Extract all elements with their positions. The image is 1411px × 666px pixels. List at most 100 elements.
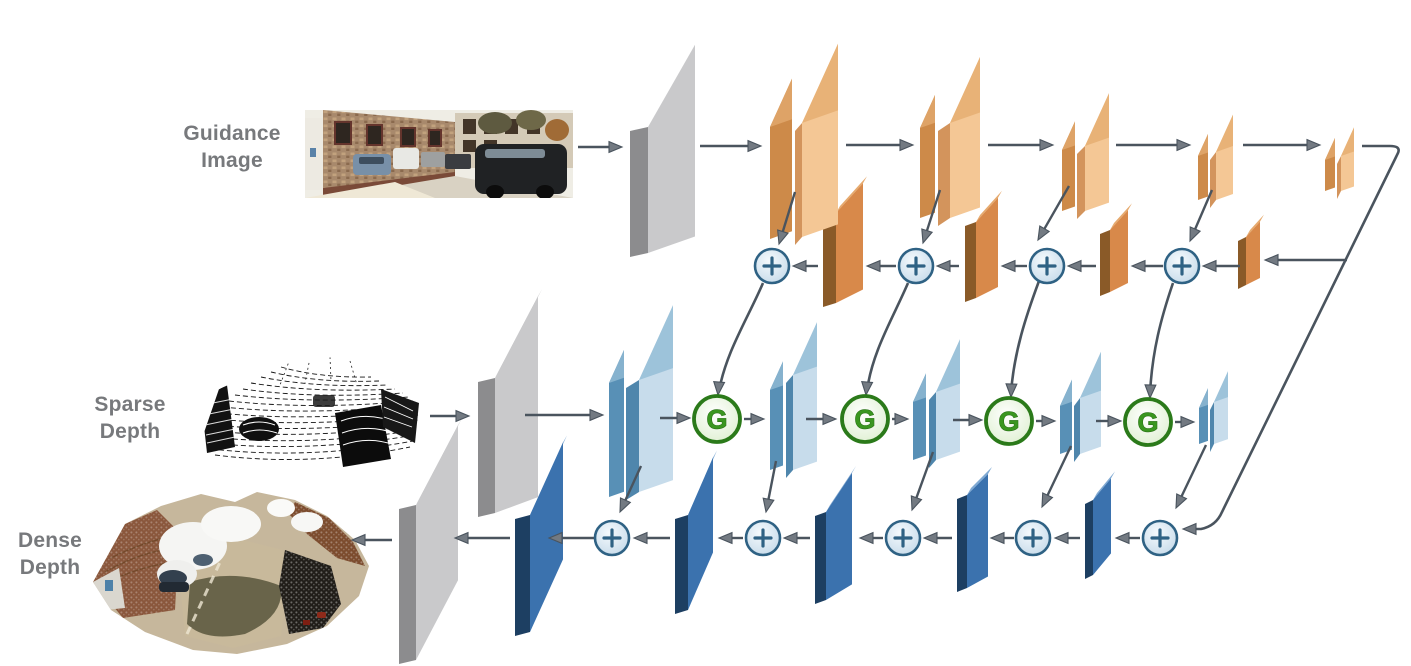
plus-icon xyxy=(1023,528,1043,548)
plate-side-face xyxy=(1074,398,1080,462)
flow-arrow xyxy=(846,138,915,152)
arrow-line xyxy=(780,191,797,236)
arrowhead-icon xyxy=(453,531,469,545)
plate-side-face xyxy=(675,515,688,614)
guidance-feed-curve-1 xyxy=(712,282,765,397)
guidance-decoder-plate-2 xyxy=(965,190,1002,302)
dense-depth-label: Dense Depth xyxy=(0,527,100,581)
flow-arrow xyxy=(619,465,643,514)
arrow-line xyxy=(622,465,643,505)
depth-skip-adder-2 xyxy=(744,519,782,557)
arrowhead-icon xyxy=(1053,531,1069,545)
guidance-module-2: G xyxy=(840,394,890,444)
guidance-encoder-block-5 xyxy=(1325,127,1354,199)
plate-front-face xyxy=(609,350,624,497)
photo-windows xyxy=(334,121,442,147)
flow-arrow xyxy=(1201,259,1240,273)
plate-top-bevel xyxy=(1060,379,1072,406)
guidance-skip-adder-4 xyxy=(1163,247,1201,285)
guidance-encoder-block-3 xyxy=(1062,93,1109,219)
plate-front-face xyxy=(1110,210,1128,292)
plus-icon xyxy=(602,528,622,548)
plate-top-bevel xyxy=(936,339,960,392)
tail-light xyxy=(317,612,326,618)
plate-side-face xyxy=(929,392,936,468)
plate-top-bevel xyxy=(1093,471,1115,500)
skip-connection-branch xyxy=(1263,253,1347,267)
flow-arrow xyxy=(935,259,959,273)
arrowhead-icon xyxy=(619,497,632,514)
flow-arrow xyxy=(777,191,797,246)
depth-decoder-plate-2 xyxy=(675,450,717,614)
photo-cars xyxy=(353,144,567,198)
guidance-decoder-plate-1 xyxy=(823,176,867,307)
flow-arrow xyxy=(1114,531,1140,545)
g-module-letter: G xyxy=(998,407,1019,437)
arrowhead-icon xyxy=(1176,138,1192,152)
arrow-line xyxy=(1178,444,1208,501)
flow-arrow xyxy=(791,259,818,273)
plate-side-face xyxy=(478,378,495,517)
arrow-line xyxy=(1044,445,1073,500)
arrowhead-icon xyxy=(1130,259,1146,273)
pointcloud-right-wall xyxy=(381,389,419,443)
plate-top-bevel xyxy=(1085,93,1109,146)
plus-icon xyxy=(906,256,926,276)
flow-arrow xyxy=(700,139,763,153)
flow-arrow xyxy=(350,533,392,547)
pointcloud-car-2 xyxy=(313,395,335,407)
g-module-circle xyxy=(840,394,890,444)
flow-arrow xyxy=(1036,414,1057,428)
arrowhead-icon xyxy=(717,531,733,545)
guidance-decoder-plate-3 xyxy=(1100,203,1132,296)
arrowhead-icon xyxy=(1175,493,1188,510)
pointcloud-car-3 xyxy=(335,405,391,467)
flow-arrow xyxy=(922,531,952,545)
arrow-line xyxy=(1192,189,1214,234)
plate-front-face xyxy=(826,473,852,600)
arrowhead-icon xyxy=(782,531,798,545)
guidance-feed-curve-3 xyxy=(1005,280,1041,399)
label-line: Guidance xyxy=(183,122,281,145)
guidance-encoder-block-1 xyxy=(770,43,838,245)
plus-icon xyxy=(1150,528,1170,548)
guidance-encoder-block-2 xyxy=(920,57,980,226)
flow-arrow xyxy=(744,412,766,426)
depth-decoder-plate-3 xyxy=(815,466,856,604)
plate-side-face xyxy=(938,123,950,226)
plate-top-bevel xyxy=(1246,214,1264,237)
dense-car-body xyxy=(159,582,189,592)
flow-arrow xyxy=(806,412,838,426)
depth-encoder-block-4 xyxy=(1060,351,1101,462)
arrowhead-icon xyxy=(1263,253,1279,267)
plate-top-bevel xyxy=(1110,203,1132,230)
arrowhead-icon xyxy=(1189,226,1202,243)
arrowhead-icon xyxy=(777,229,789,246)
flow-arrow xyxy=(430,409,471,423)
arrowhead-icon xyxy=(922,531,938,545)
dense-car-body xyxy=(193,554,213,566)
plate-top-bevel xyxy=(1198,134,1208,156)
guidance-decoder-plate-4 xyxy=(1238,214,1264,289)
plate-top-bevel xyxy=(826,466,856,512)
arrowhead-icon xyxy=(750,412,766,426)
arrowhead-icon xyxy=(1114,531,1130,545)
flow-arrow xyxy=(910,451,935,512)
sparse-input-conv-plate xyxy=(478,289,542,517)
arrowhead-icon xyxy=(455,409,471,423)
arrowhead-icon xyxy=(1306,138,1322,152)
plate-front-face xyxy=(976,197,998,298)
flow-arrow xyxy=(1053,531,1080,545)
guidance-skip-adder-3 xyxy=(1028,247,1066,285)
plate-top-bevel xyxy=(1199,388,1208,408)
lidar-vertical-lines xyxy=(279,357,358,386)
arrowhead-icon xyxy=(935,259,951,273)
car-scan-texture xyxy=(242,421,278,434)
arrow-line xyxy=(1041,185,1071,233)
g-module-letter: G xyxy=(1137,408,1158,438)
arrowhead-icon xyxy=(350,533,366,547)
flow-arrow xyxy=(953,413,984,427)
depth-encoder-block-5 xyxy=(1199,371,1228,452)
plate-side-face xyxy=(1210,152,1216,208)
